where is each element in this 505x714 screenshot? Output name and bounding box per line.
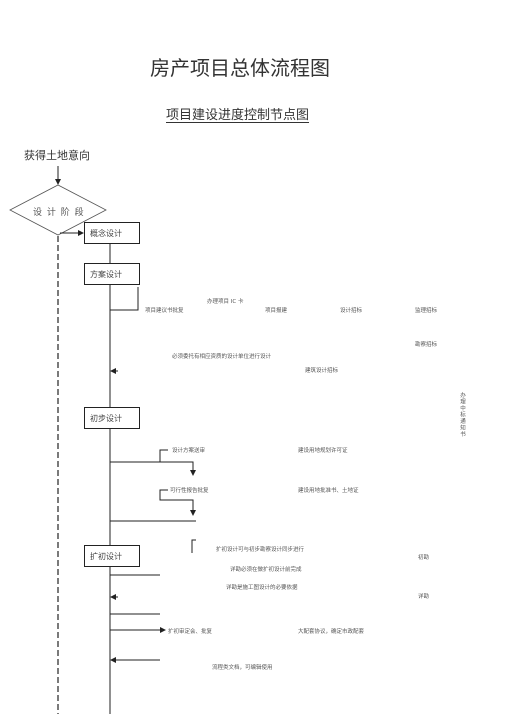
note-editable-doc: 流程类文档，可编辑使用 [212, 665, 273, 671]
stage-scheme-design: 方案设计 [84, 263, 140, 285]
scheme-bracket [110, 287, 139, 311]
note-municipal-supporting: 大配套协议，确定市政配套 [298, 629, 365, 635]
note-feasibility-approval: 可行性报告批复 [170, 488, 209, 494]
stage-label: 概念设计 [90, 228, 122, 238]
sub-bracket-2 [159, 489, 196, 516]
note-detailed-survey-basis: 详勘是施工图设计的必要依据 [226, 585, 298, 591]
note-award-notice-vertical: 办理中标通知书 [459, 392, 465, 438]
page-title: 房产项目总体流程图 [150, 56, 330, 80]
note-qualified-designer: 必须委托有相应资质的设计单位进行设计 [172, 354, 272, 360]
note-proposal-approval: 项目建议书批复 [145, 308, 184, 314]
note-project-registration: 项目报建 [265, 308, 288, 314]
stage-preliminary-design: 初步设计 [84, 407, 140, 429]
note-supervision-tender: 监理招标 [415, 308, 438, 314]
note-parallel-survey: 扩初设计可与初步勘察设计同步进行 [216, 547, 305, 553]
note-ic-card: 办理项目 IC 卡 [207, 299, 244, 305]
stage-label: 初步设计 [90, 413, 122, 423]
note-initial-survey: 初勘 [418, 555, 430, 561]
page-subtitle: 项目建设进度控制节点图 [166, 108, 310, 123]
stage-label: 扩初设计 [90, 551, 122, 561]
stage-label: 方案设计 [90, 269, 122, 279]
start-label: 获得土地意向 [24, 149, 90, 162]
stage-concept-design: 概念设计 [84, 222, 140, 244]
note-detailed-survey: 详勘 [418, 594, 430, 600]
expanded-bracket [191, 539, 196, 553]
note-design-tender: 设计招标 [340, 308, 363, 314]
decision-diamond [9, 184, 107, 236]
note-detailed-survey-before: 详勘必须在做扩初设计前完成 [230, 567, 302, 573]
note-survey-tender: 勘察招标 [415, 342, 438, 348]
note-architecture-tender: 建筑设计招标 [305, 368, 339, 374]
note-land-planning-permit: 建设用地规划许可证 [298, 448, 348, 454]
stage-expanded-design: 扩初设计 [84, 545, 140, 567]
decision-label: 设 计 阶 段 [33, 208, 85, 218]
note-land-approval-cert: 建设用地批准书、土地证 [298, 488, 359, 494]
note-scheme-submission: 设计方案送审 [172, 448, 206, 454]
note-expanded-review: 扩初审定会、批复 [168, 629, 213, 635]
